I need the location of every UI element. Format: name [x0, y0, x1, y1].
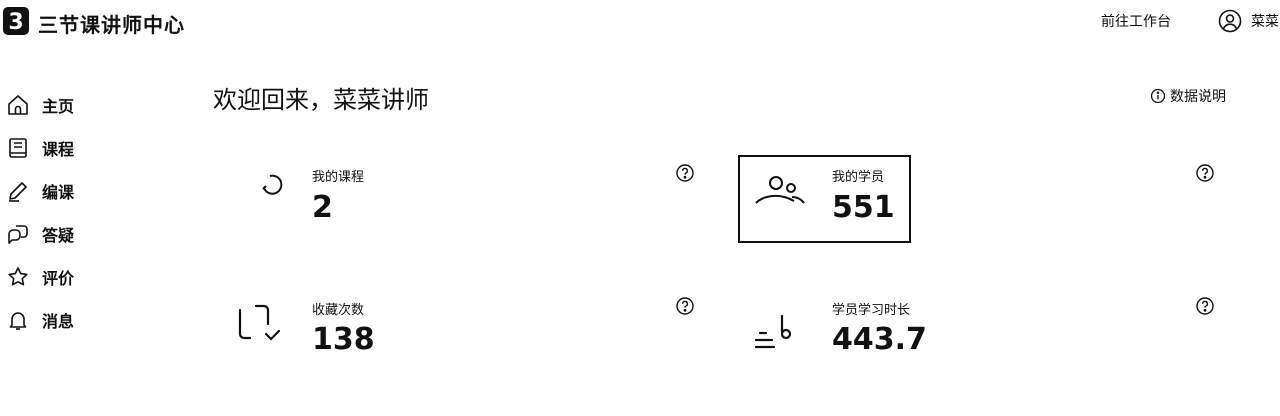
sidebar-item-label: 答疑: [42, 226, 75, 245]
stat-value: 138: [312, 322, 375, 357]
help-icon[interactable]: [1195, 163, 1215, 183]
data-description-label: 数据说明: [1170, 89, 1226, 105]
sidebar-item-review[interactable]: 评价: [6, 262, 116, 292]
home-icon: [8, 95, 28, 115]
bookmark-check-icon: [238, 304, 281, 341]
sidebar-item-course[interactable]: 课程: [6, 133, 116, 163]
stat-value: 2: [312, 190, 333, 225]
stat-label: 我的学员: [832, 170, 885, 185]
app-title: 三节课讲师中心: [38, 13, 185, 37]
sidebar-item-label: 评价: [42, 269, 75, 288]
user-name: 菜菜: [1251, 14, 1279, 30]
star-icon: [8, 267, 28, 286]
book-icon: [9, 138, 27, 158]
top-header: 3 三节课讲师中心 前往工作台 菜菜: [0, 0, 1280, 44]
sidebar-item-label: 编课: [42, 183, 75, 202]
bell-icon: [9, 312, 27, 330]
app-logo-icon[interactable]: 3: [2, 6, 30, 36]
sidebar-item-home[interactable]: 主页: [6, 90, 116, 120]
course-refresh-icon: [262, 174, 283, 195]
logo-text: 3: [8, 10, 23, 35]
user-menu[interactable]: 菜菜: [1218, 8, 1279, 34]
data-description-link[interactable]: 数据说明: [1150, 86, 1226, 106]
go-to-workbench-link[interactable]: 前往工作台: [1101, 14, 1171, 30]
sidebar-item-label: 主页: [42, 97, 75, 116]
sidebar-item-label: 课程: [42, 140, 75, 159]
stat-value: 551: [832, 190, 895, 225]
pencil-icon: [9, 182, 27, 202]
stat-label: 我的课程: [312, 170, 365, 185]
stat-label: 学员学习时长: [832, 303, 911, 318]
study-time-icon: [754, 314, 792, 349]
help-icon[interactable]: [675, 296, 695, 316]
sidebar-item-messages[interactable]: 消息: [6, 305, 116, 335]
welcome-title: 欢迎回来，菜菜讲师: [213, 86, 429, 114]
info-icon: [1150, 88, 1166, 104]
user-avatar-icon: [1218, 9, 1242, 33]
help-icon[interactable]: [675, 163, 695, 183]
help-icon[interactable]: [1195, 296, 1215, 316]
sidebar-item-qa[interactable]: 答疑: [6, 219, 116, 249]
sidebar-item-edit-course[interactable]: 编课: [6, 176, 116, 206]
stat-card-my-students[interactable]: 我的学员 551: [738, 155, 911, 243]
sidebar-item-label: 消息: [42, 312, 75, 331]
stat-value: 443.7: [832, 322, 927, 357]
stat-label: 收藏次数: [312, 303, 365, 318]
qa-bubble-icon: [8, 225, 28, 244]
students-icon: [755, 176, 805, 204]
